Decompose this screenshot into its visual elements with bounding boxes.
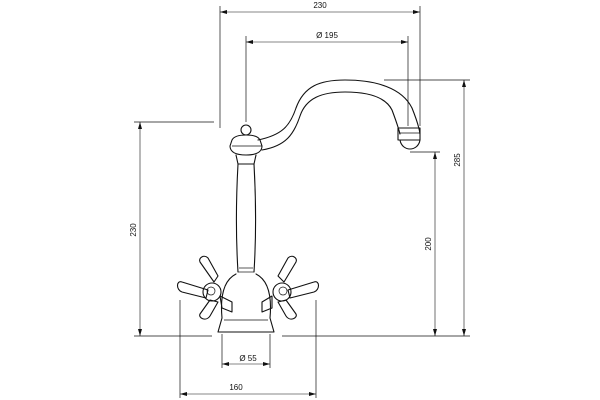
collar-neck [235, 154, 257, 165]
faucet-outline [176, 79, 421, 333]
dim-label-body-height: 230 [129, 223, 138, 237]
dim-label-outlet-height: 200 [424, 237, 433, 251]
dimension-lines: 230 Ø 195 285 200 230 Ø [129, 1, 470, 398]
spout [257, 79, 421, 151]
dim-label-total-height: 285 [453, 153, 462, 167]
dim-label-handle-span: 160 [229, 383, 243, 392]
spout-nozzle [397, 127, 421, 141]
right-cross-handle [261, 255, 320, 320]
left-cross-handle [176, 255, 233, 320]
dim-label-base-diameter: Ø 55 [239, 354, 257, 363]
spout-nozzle-tip [399, 139, 421, 150]
top-knob [240, 124, 252, 136]
dim-label-overall-width: 230 [313, 1, 327, 10]
base [217, 273, 275, 333]
body-column [235, 163, 257, 273]
dim-label-spout-reach: Ø 195 [316, 31, 338, 40]
collar [229, 134, 263, 156]
